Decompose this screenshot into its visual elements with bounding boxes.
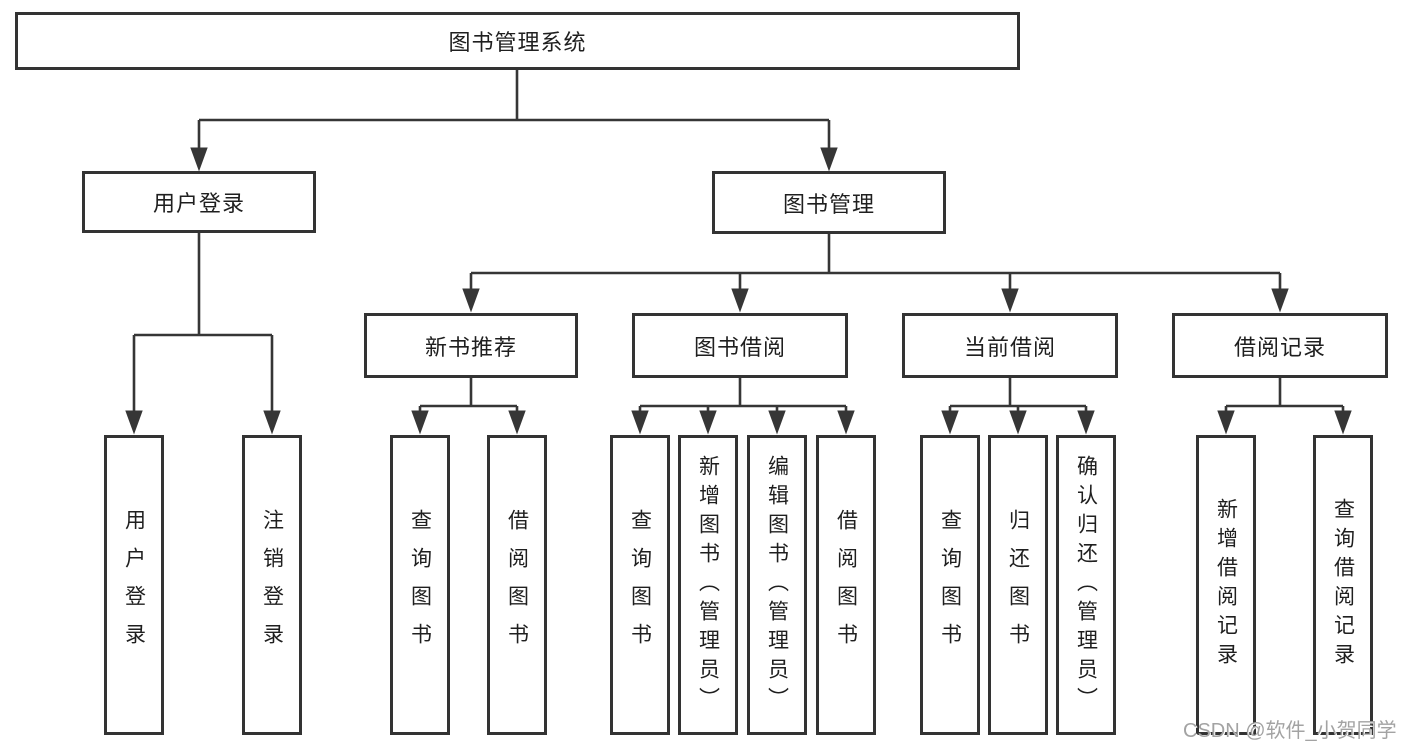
node-leaf-bb-query-book: 查询图书: [610, 435, 670, 735]
connector-new-book-children: [411, 378, 526, 435]
node-current-borrow: 当前借阅: [902, 313, 1118, 378]
node-leaf-br-query-record: 查询借阅记录: [1313, 435, 1373, 735]
node-leaf-cb-return-book: 归还图书: [988, 435, 1048, 735]
node-leaf-user-login: 用户登录: [104, 435, 164, 735]
node-user-login: 用户登录: [82, 171, 316, 233]
connector-root-to-level2: [190, 70, 838, 172]
node-book-borrow: 图书借阅: [632, 313, 848, 378]
node-book-management: 图书管理: [712, 171, 946, 234]
connector-current-borrow-children: [941, 378, 1095, 435]
node-leaf-cb-confirm-return-admin: 确认归还（管理员）: [1056, 435, 1116, 735]
node-leaf-nb-query-book: 查询图书: [390, 435, 450, 735]
node-leaf-bb-borrow-book: 借阅图书: [816, 435, 876, 735]
node-library-system: 图书管理系统: [15, 12, 1020, 70]
node-borrow-record: 借阅记录: [1172, 313, 1388, 378]
node-new-book-recommend: 新书推荐: [364, 313, 578, 378]
connector-book-mgmt-children: [462, 234, 1289, 313]
node-leaf-logout: 注销登录: [242, 435, 302, 735]
node-leaf-br-add-record: 新增借阅记录: [1196, 435, 1256, 735]
node-leaf-nb-borrow-book: 借阅图书: [487, 435, 547, 735]
csdn-watermark: CSDN @软件_小贺同学: [1183, 720, 1397, 742]
node-leaf-bb-edit-book-admin: 编辑图书（管理员）: [747, 435, 807, 735]
connector-book-borrow-children: [631, 378, 855, 435]
connector-user-login-children: [125, 233, 281, 435]
connector-borrow-record-children: [1217, 378, 1352, 435]
node-leaf-cb-query-book: 查询图书: [920, 435, 980, 735]
node-leaf-bb-add-book-admin: 新增图书（管理员）: [678, 435, 738, 735]
